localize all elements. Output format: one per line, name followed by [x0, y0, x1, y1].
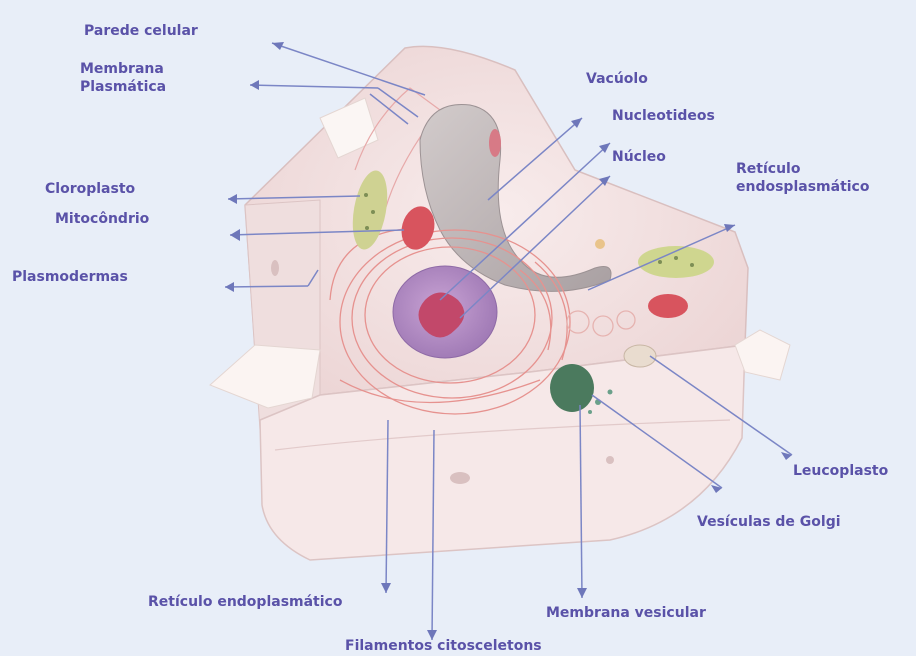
label-vacuolo: Vacúolo: [586, 70, 648, 88]
label-reticulo-endoplasmatico: Retículo endoplasmático: [148, 593, 342, 611]
golgi-apparatus: [550, 364, 594, 412]
label-parede-celular: Parede celular: [84, 22, 198, 40]
label-cloroplasto: Cloroplasto: [45, 180, 135, 198]
cell-wall-slab-left: [210, 345, 320, 408]
mitochondrion-2: [648, 294, 688, 318]
label-nucleotideos: Nucleotideos: [612, 107, 715, 125]
label-filamentos-citosceletons: Filamentos citosceletons: [345, 637, 542, 655]
label-reticulo-endosplasmatico: Retículo endosplasmático: [736, 160, 869, 196]
label-vesiculas-golgi: Vesículas de Golgi: [697, 513, 841, 531]
label-nucleo: Núcleo: [612, 148, 666, 166]
label-plasmodermas: Plasmodermas: [12, 268, 128, 286]
mitochondrion-3: [489, 129, 501, 157]
label-membrana-vesicular: Membrana vesicular: [546, 604, 706, 622]
label-leucoplasto: Leucoplasto: [793, 462, 888, 480]
label-mitocondrio: Mitocôndrio: [55, 210, 149, 228]
label-membrana-plasmatica: Membrana Plasmática: [80, 60, 166, 96]
